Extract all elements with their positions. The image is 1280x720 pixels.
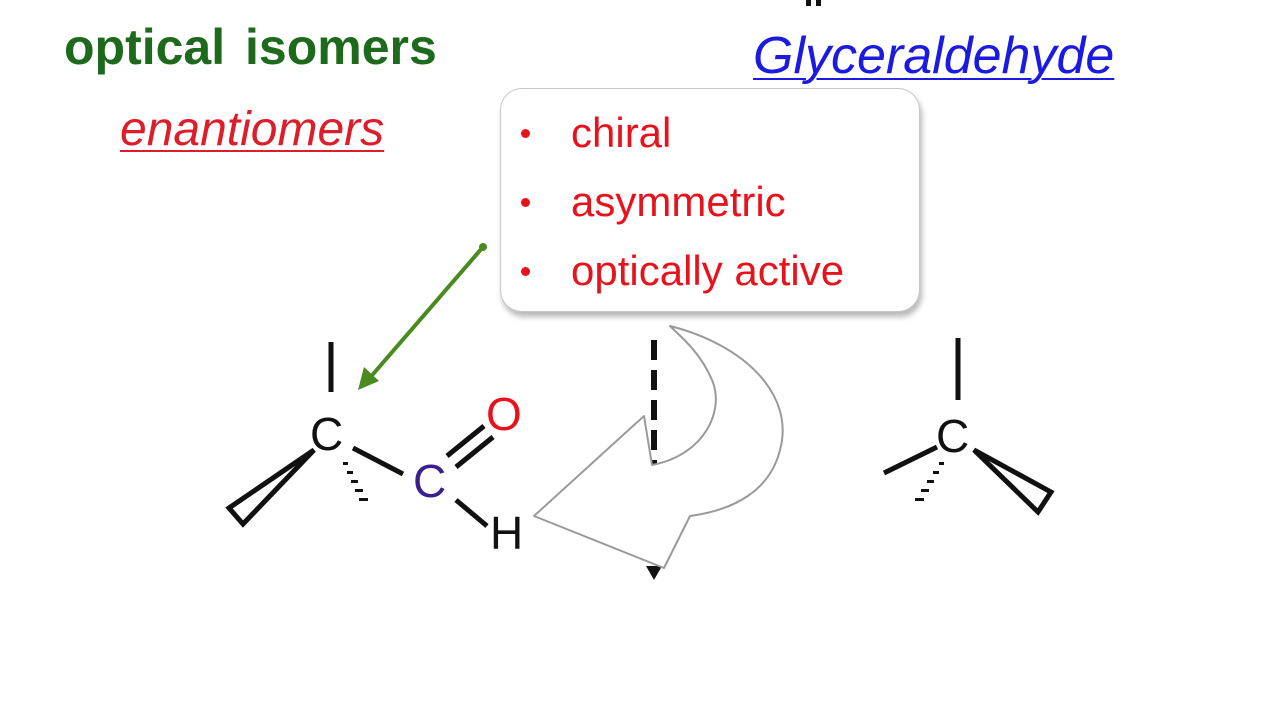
- bullet-dot: [521, 197, 530, 207]
- hydrogen-label: H: [490, 507, 523, 559]
- clipped-text-fragment: [806, 0, 821, 6]
- right-molecule-bonds: [882, 338, 961, 476]
- slide-subtitle: enantiomers: [120, 103, 385, 156]
- property-label: asymmetric: [571, 178, 786, 225]
- left-molecule-bonds: [328, 342, 495, 528]
- carbon-1-label: C: [310, 408, 343, 460]
- mirror-carbon-label: C: [936, 410, 969, 462]
- oxygen-label: O: [486, 388, 522, 440]
- hashed-bond-right: [915, 462, 944, 501]
- properties-callout: chiral asymmetric optically active: [500, 88, 920, 312]
- pointer-arrow: [358, 243, 487, 390]
- hashed-bond-left: [343, 462, 368, 501]
- slide-title: optical isomers: [64, 19, 437, 75]
- curved-arrow: [533, 325, 784, 569]
- property-item: chiral: [521, 109, 672, 156]
- bullet-dot: [521, 266, 530, 276]
- bond-to-aldehyde-carbon: [351, 445, 405, 477]
- wedge-bond-left: [225, 447, 316, 528]
- bullet-dot: [521, 128, 530, 138]
- property-label: optically active: [571, 247, 845, 294]
- wedge-bond-right: [972, 447, 1055, 516]
- aldehyde-carbon-label: C: [413, 455, 446, 507]
- property-label: chiral: [571, 109, 672, 156]
- property-item: optically active: [521, 247, 845, 294]
- double-bond-outer: [445, 424, 486, 458]
- bond-aldehyde-to-hydrogen: [454, 498, 489, 528]
- double-bond-inner: [454, 435, 495, 469]
- molecule-name-link[interactable]: Glyceraldehyde: [753, 27, 1115, 85]
- right-left-bond: [882, 444, 939, 476]
- property-item: asymmetric: [521, 178, 786, 225]
